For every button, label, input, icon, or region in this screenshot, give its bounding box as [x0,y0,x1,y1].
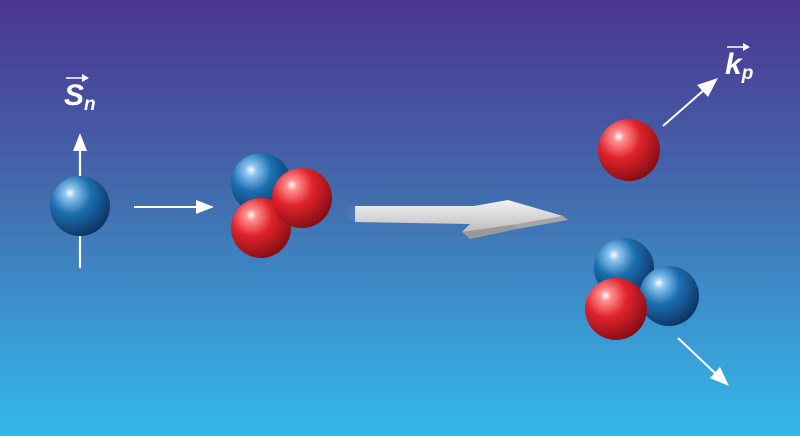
momentum-label-symbol: k [725,48,742,81]
residual-neutron-right [639,266,699,326]
momentum-arrow [662,78,718,127]
target-proton-lower [231,198,291,258]
momentum-vector-bar [727,43,750,51]
residual-nucleus [585,238,699,340]
target-proton-right [272,168,332,228]
process-arrow [355,200,568,239]
momentum-label: kp [725,48,753,84]
spin-vector-bar [66,74,89,82]
spin-label-symbol: S [64,79,85,112]
outgoing-proton [598,119,660,181]
momentum-label-subscript: p [741,63,754,84]
spin-label: Sn [64,79,96,115]
recoil-arrow [677,337,729,386]
incoming-arrow [134,200,214,214]
incident-neutron [50,176,110,236]
target-nucleus [231,153,332,258]
residual-proton [585,278,647,340]
spin-label-subscript: n [84,94,96,115]
